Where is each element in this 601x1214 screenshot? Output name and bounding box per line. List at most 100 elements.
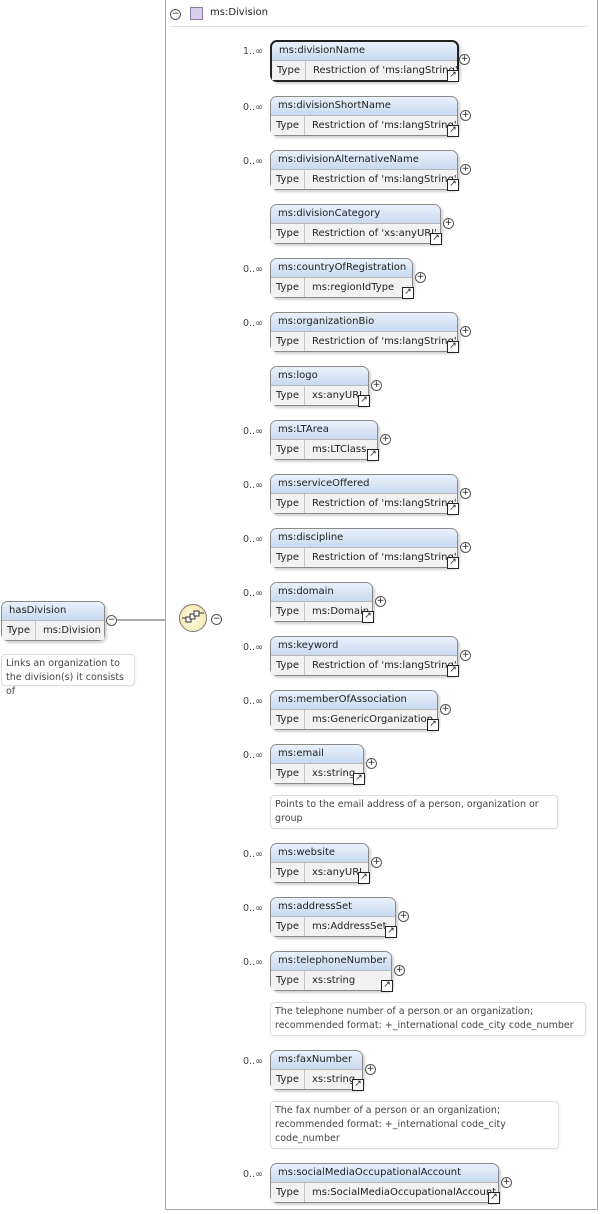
type-value: Restriction of 'ms:langString' (305, 656, 457, 675)
type-reference-arrow-icon[interactable]: ↗ (352, 1079, 364, 1091)
element-name: ms:divisionName (272, 42, 457, 61)
expand-icon[interactable]: + (371, 857, 382, 868)
type-reference-arrow-icon[interactable]: ↗ (427, 719, 439, 731)
type-reference-arrow-icon[interactable]: ↗ (402, 287, 414, 299)
root-annotation-line: Links an organization to (6, 658, 120, 669)
expand-icon[interactable]: + (415, 272, 426, 283)
type-reference-arrow-icon[interactable]: ↗ (447, 125, 459, 137)
cardinality-label: 0..∞ (243, 534, 263, 545)
type-reference-arrow-icon[interactable]: ↗ (353, 773, 365, 785)
cardinality-label: 0..∞ (243, 696, 263, 707)
expand-icon[interactable]: + (460, 326, 471, 337)
type-reference-arrow-icon[interactable]: ↗ (447, 179, 459, 191)
type-reference-arrow-icon[interactable]: ↗ (447, 557, 459, 569)
expand-icon[interactable]: + (460, 542, 471, 553)
type-reference-arrow-icon[interactable]: ↗ (447, 341, 459, 353)
expand-icon[interactable]: + (460, 488, 471, 499)
element-name: ms:LTArea (271, 421, 377, 440)
type-value: Restriction of 'ms:langString' (305, 332, 457, 351)
expand-icon[interactable]: + (460, 650, 471, 661)
root-element-box[interactable]: hasDivision Type ms:Division (1, 601, 105, 641)
complex-type-icon (190, 7, 203, 20)
type-label: Type (271, 1070, 305, 1089)
cardinality-label: 0..∞ (243, 588, 263, 599)
type-label: Type (271, 656, 305, 675)
expand-icon[interactable]: + (398, 911, 409, 922)
expand-icon[interactable]: + (380, 434, 391, 445)
type-value: Restriction of 'ms:langString' (305, 170, 457, 189)
type-label: Type (271, 278, 305, 297)
type-value: xs:string (305, 764, 363, 783)
type-reference-arrow-icon[interactable]: ↗ (447, 503, 459, 515)
expand-icon[interactable]: + (394, 965, 405, 976)
header-divider (170, 26, 588, 27)
collapse-icon[interactable]: − (170, 9, 181, 20)
type-label: Type (271, 710, 305, 729)
expand-icon[interactable]: + (501, 1177, 512, 1188)
expand-icon[interactable]: + (375, 596, 386, 607)
type-reference-arrow-icon[interactable]: ↗ (488, 1192, 500, 1204)
type-reference-arrow-icon[interactable]: ↗ (430, 233, 442, 245)
type-reference-arrow-icon[interactable]: ↗ (447, 665, 459, 677)
root-type-row: Type ms:Division (2, 621, 104, 640)
type-reference-arrow-icon[interactable]: ↗ (358, 872, 370, 884)
type-value: ms:SocialMediaOccupationalAccount (305, 1183, 498, 1202)
expand-icon[interactable]: + (443, 218, 454, 229)
element-name: ms:addressSet (271, 898, 395, 917)
type-reference-arrow-icon[interactable]: ↗ (362, 611, 374, 623)
cardinality-label: 0..∞ (243, 426, 263, 437)
type-reference-arrow-icon[interactable]: ↗ (358, 395, 370, 407)
expand-icon[interactable]: + (460, 164, 471, 175)
root-collapse-icon[interactable]: − (106, 615, 117, 626)
type-reference-arrow-icon[interactable]: ↗ (385, 926, 397, 938)
expand-icon[interactable]: + (366, 758, 377, 769)
annotation-line: recommended format: +_international code… (275, 1119, 506, 1130)
cardinality-label: 1..∞ (243, 46, 263, 57)
root-element-name: hasDivision (2, 602, 104, 621)
type-reference-arrow-icon[interactable]: ↗ (367, 449, 379, 461)
expand-icon[interactable]: + (459, 54, 470, 65)
type-reference-arrow-icon[interactable]: ↗ (447, 70, 459, 82)
element-name: ms:socialMediaOccupationalAccount (271, 1164, 498, 1183)
expand-icon[interactable]: + (365, 1064, 376, 1075)
type-label: Type (271, 494, 305, 513)
sequence-compositor-icon[interactable] (179, 604, 207, 632)
annotation-line: group (275, 813, 303, 824)
sequence-collapse-icon[interactable]: − (211, 614, 222, 625)
cardinality-label: 0..∞ (243, 264, 263, 275)
expand-icon[interactable]: + (440, 704, 451, 715)
element-name: ms:divisionCategory (271, 205, 440, 224)
expand-icon[interactable]: + (371, 380, 382, 391)
type-label: Type (271, 602, 305, 621)
annotation-line: recommended format: +_international code… (275, 1020, 574, 1031)
type-reference-arrow-icon[interactable]: ↗ (381, 980, 393, 992)
expand-icon[interactable]: + (460, 110, 471, 121)
type-value: Restriction of 'ms:langString' (306, 61, 457, 80)
